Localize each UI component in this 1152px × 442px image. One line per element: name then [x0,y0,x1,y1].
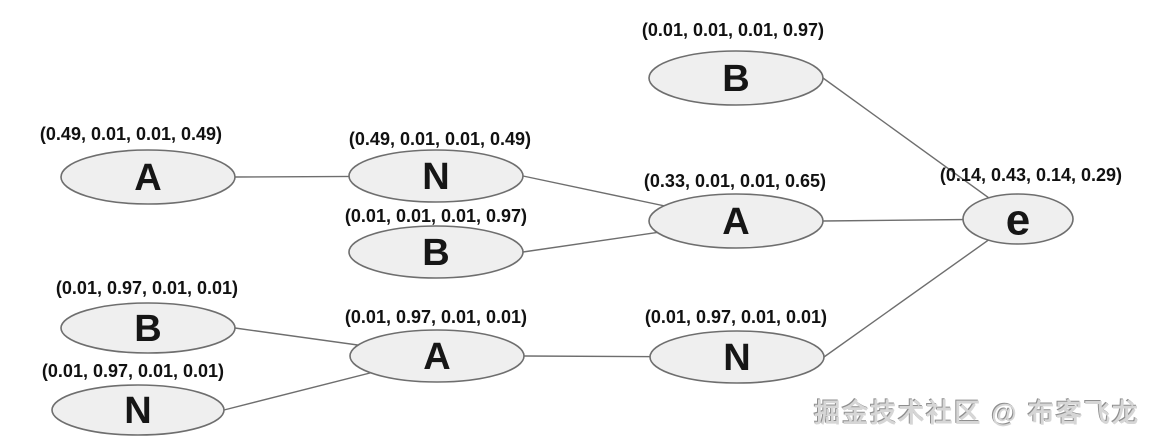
graph-node-B2: B [648,50,824,106]
edge-B2-E [822,77,1019,220]
node-probability-tuple: (0.14, 0.43, 0.14, 0.29) [940,165,1122,185]
node-letter: B [422,232,449,274]
node-ellipse [349,329,525,383]
node-letter: A [423,336,450,378]
node-labels-layer: (0.49, 0.01, 0.01, 0.49) (0.49, 0.01, 0.0… [40,20,1122,381]
graph-node-B3: B [60,302,236,354]
node-ellipse [962,193,1074,245]
graph-node-N1: N [348,149,524,203]
node-letter: N [723,337,750,379]
node-ellipse [60,149,236,205]
node-letter: N [124,390,151,432]
node-letter: B [134,308,161,350]
node-letter: e [1006,196,1030,245]
edges-layer [223,77,1019,411]
graph-node-A3: A [349,329,525,383]
graph-node-A2: A [648,193,824,249]
node-probability-tuple: (0.33, 0.01, 0.01, 0.65) [644,171,826,191]
node-probability-tuple: (0.01, 0.01, 0.01, 0.97) [345,206,527,226]
node-letter: B [722,58,749,100]
node-letter: N [422,156,449,198]
watermark-text: 掘金技术社区 @ 布客飞龙 [814,398,1140,428]
node-ellipse [348,149,524,203]
node-probability-tuple: (0.01, 0.97, 0.01, 0.01) [345,307,527,327]
node-ellipse [649,330,825,384]
graph-node-B1: B [348,225,524,279]
node-ellipse [648,50,824,106]
node-ellipse [648,193,824,249]
graph-node-N4: N [649,330,825,384]
node-probability-tuple: (0.01, 0.97, 0.01, 0.01) [56,278,238,298]
node-probability-tuple: (0.01, 0.97, 0.01, 0.01) [645,307,827,327]
graph-node-E: e [962,193,1074,245]
node-ellipse [51,384,225,436]
node-letter: A [722,201,749,243]
node-probability-tuple: (0.49, 0.01, 0.01, 0.49) [349,129,531,149]
node-probability-tuple: (0.01, 0.01, 0.01, 0.97) [642,20,824,40]
graph-node-N3: N [51,384,225,436]
node-probability-tuple: (0.49, 0.01, 0.01, 0.49) [40,124,222,144]
edge-N4-E [823,218,1019,358]
node-probability-tuple: (0.01, 0.97, 0.01, 0.01) [42,361,224,381]
node-ellipse [348,225,524,279]
node-letter: A [134,157,161,199]
graph-node-A1: A [60,149,236,205]
node-ellipse [60,302,236,354]
